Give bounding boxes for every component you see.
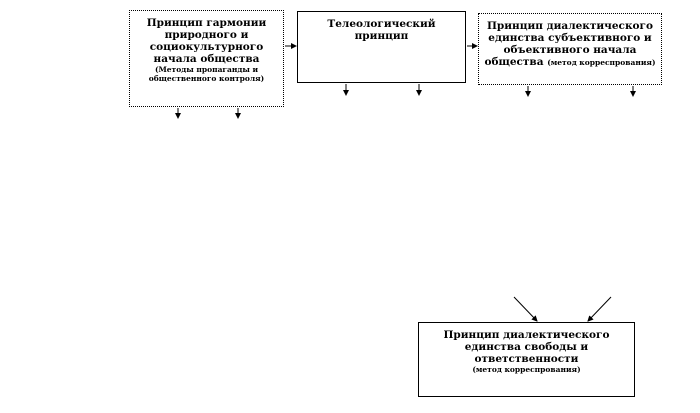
box4-line-1: Принцип диалектического xyxy=(443,329,610,341)
box2-line-2: принцип xyxy=(354,30,409,42)
box1-line-4: начала общества xyxy=(153,53,260,65)
box2-line-1: Телеологический xyxy=(327,18,436,30)
principle-subjective-objective-box: Принцип диалектического единства субъект… xyxy=(478,13,662,85)
arrow-diagonal-right-into-box4 xyxy=(587,296,612,322)
box3-last-line: общества xyxy=(484,56,544,68)
box1-line-3: социокультурного xyxy=(149,41,264,53)
box1-line-1: Принцип гармонии xyxy=(146,17,267,29)
teleological-principle-box: Телеологический принцип xyxy=(297,11,466,83)
box3-last-line-sub: (метод корреспрования) xyxy=(547,58,656,67)
box4-line-2: единства свободы и xyxy=(464,341,589,353)
box1-sub-2: общественного контроля) xyxy=(148,74,265,83)
box3-line-4: общества (метод корреспрования) xyxy=(483,56,657,69)
arrow-diagonal-left-into-box4 xyxy=(513,296,538,322)
box3-line-2: единства субъективного и xyxy=(488,32,652,44)
box3-line-3: объективного начала xyxy=(503,44,637,56)
box1-sub-1: (Методы пропаганды и xyxy=(154,65,259,74)
principle-harmony-box: Принцип гармонии природного и социокульт… xyxy=(129,10,284,107)
box3-line-1: Принцип диалектического xyxy=(487,20,653,32)
box4-line-3: ответственности xyxy=(474,353,579,365)
box1-line-2: природного и xyxy=(164,29,249,41)
principle-freedom-responsibility-box: Принцип диалектического единства свободы… xyxy=(418,322,635,397)
box4-sub-1: (метод корреспрования) xyxy=(472,365,581,374)
